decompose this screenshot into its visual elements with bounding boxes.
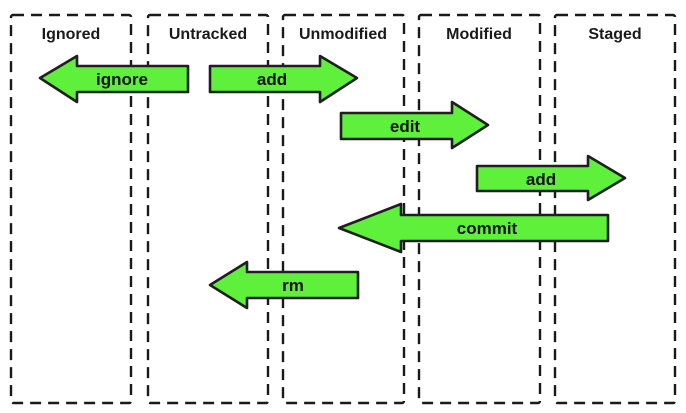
arrow-edit: edit [339,100,490,150]
arrow-rm-shape [208,260,360,310]
arrow-commit: commit [337,202,610,254]
arrow-add-modified-label: add [526,170,556,189]
column-box-unmodified [281,13,406,405]
arrow-add-untracked-shape [208,54,359,104]
column-box-untracked [146,13,270,405]
arrow-commit-shape [337,202,610,254]
arrow-ignore: ignore [38,54,190,104]
arrow-edit-label: edit [390,117,421,136]
column-title-unmodified: Unmodified [299,26,387,43]
arrow-ignore-shape [38,54,190,104]
column-title-modified: Modified [446,26,512,43]
arrow-add-untracked-label: add [257,70,287,89]
arrow-add-modified: add [475,154,627,202]
column-title-staged: Staged [588,26,641,43]
arrow-add-modified-shape [475,154,627,202]
column-title-ignored: Ignored [42,26,101,43]
arrow-commit-label: commit [457,219,518,238]
column-title-untracked: Untracked [169,26,247,43]
column-box-modified [417,13,542,405]
arrow-add-untracked: add [208,54,359,104]
column-box-ignored [9,13,133,405]
arrow-edit-shape [339,100,490,150]
arrow-rm: rm [208,260,360,310]
arrow-rm-label: rm [282,276,304,295]
column-box-staged [553,13,677,405]
arrow-ignore-label: ignore [96,70,148,89]
